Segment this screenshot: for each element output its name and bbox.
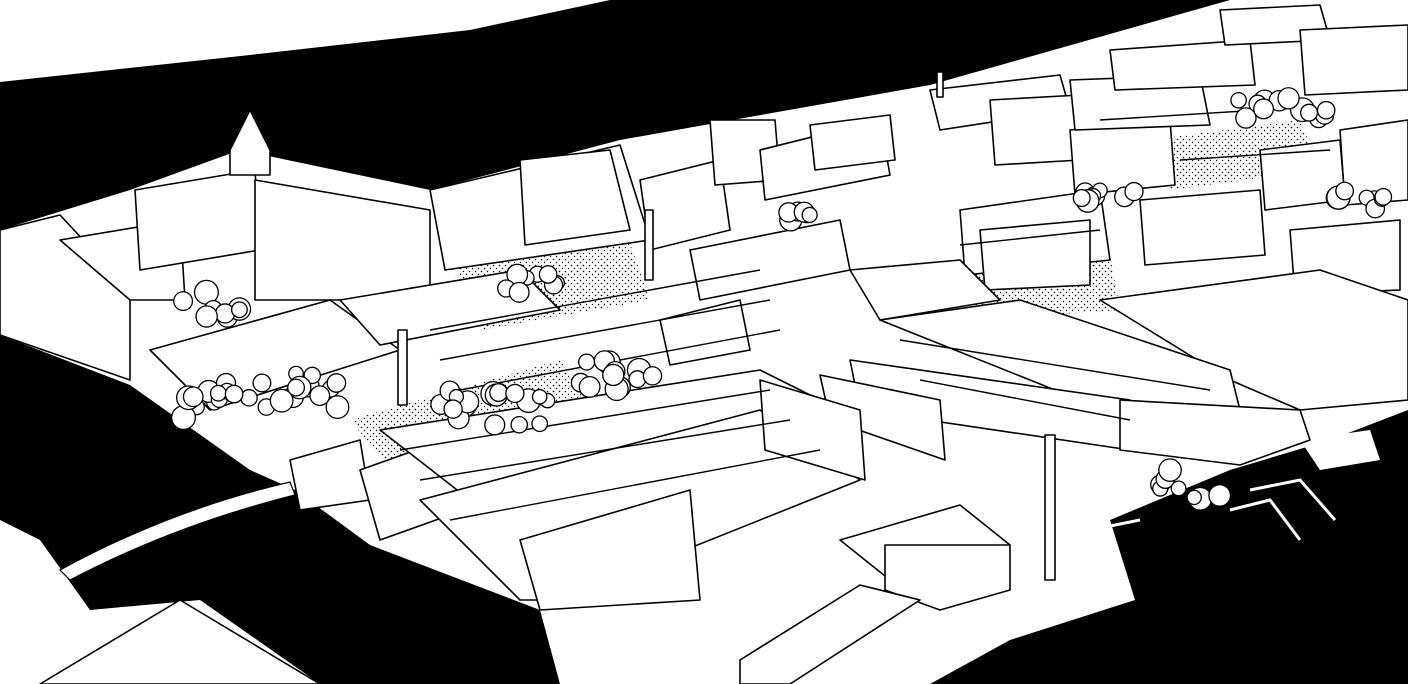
buildings <box>0 4 1408 684</box>
tree-icon <box>801 206 818 224</box>
tree-icon <box>508 281 530 303</box>
tree-icon <box>531 415 549 433</box>
tree-icon <box>602 363 625 387</box>
tree-icon <box>1253 98 1275 120</box>
tree-icon <box>195 305 218 328</box>
tree-icon <box>224 384 244 404</box>
tree-icon <box>173 291 194 312</box>
tree-icon <box>538 265 558 284</box>
tree-icon <box>1158 458 1182 482</box>
tree-icon <box>209 384 227 402</box>
bridge <box>59 481 296 581</box>
tree-icon <box>1230 91 1247 109</box>
tree-icon <box>1186 489 1202 506</box>
tree-icon <box>505 383 525 404</box>
tree-icon <box>1374 187 1393 206</box>
tree-icon <box>489 383 509 402</box>
tree-icon <box>1335 181 1355 201</box>
tree-icon <box>231 301 248 319</box>
pier <box>1300 430 1380 470</box>
tree-icon <box>1072 189 1091 208</box>
tree-icon <box>1124 181 1144 202</box>
tree-icon <box>309 385 331 407</box>
tree-icon <box>531 388 548 405</box>
tree-icon <box>1277 87 1300 110</box>
tree-icon <box>1208 484 1232 507</box>
tree-icon <box>642 366 663 386</box>
tree-icon <box>1235 107 1257 129</box>
tree-icon <box>1299 103 1319 122</box>
trees <box>171 87 1393 511</box>
tree-icon <box>510 415 529 434</box>
tree-icon <box>326 373 347 393</box>
tree-icon <box>252 373 272 393</box>
tree-icon <box>182 386 204 408</box>
tree-icon <box>578 353 596 371</box>
tree-icon <box>287 378 306 397</box>
tree-icon <box>443 399 463 419</box>
tree-icon <box>1170 480 1187 497</box>
tree-icon <box>484 414 506 436</box>
chimneys <box>397 71 1056 581</box>
far-riverbank <box>0 0 610 82</box>
tree-icon <box>578 376 601 398</box>
pier-lines <box>1089 478 1337 541</box>
tree-icon <box>1316 100 1336 120</box>
tree-icon <box>269 388 294 413</box>
tree-icon <box>325 395 350 420</box>
